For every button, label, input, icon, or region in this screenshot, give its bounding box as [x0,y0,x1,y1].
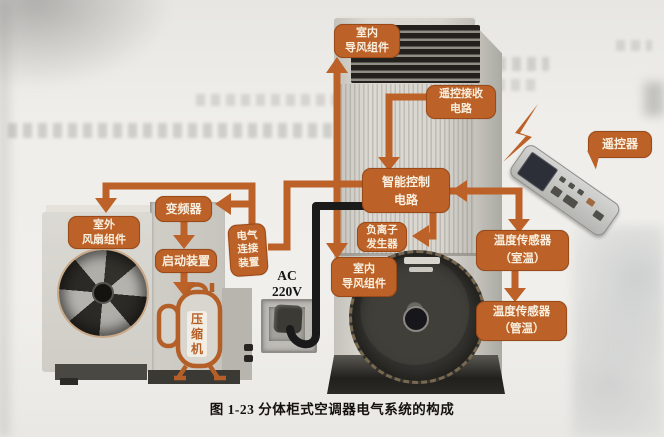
remote-button [550,185,563,198]
outdoor-fan-hub [92,282,114,304]
outdoor-unit-side-panel [222,288,252,380]
remote-button [567,182,576,190]
label-smart-control-circuit: 智能控制 电路 [362,168,450,213]
label-compressor: 压 缩 机 [187,311,207,357]
label-indoor-air-guide-top: 室内 导风组件 [334,24,400,58]
remote-button [576,188,585,196]
label-remote-controller: 遥控器 [588,131,652,158]
page-bleed-text-row1 [8,123,333,138]
fan-drum-hub [403,306,429,332]
outdoor-unit-base [55,364,147,380]
label-starter-device: 启动装置 [155,249,217,273]
remote-button [562,194,579,209]
label-outdoor-fan-assembly: 室外 风扇组件 [68,216,140,249]
remote-label-callout-tail [583,150,600,170]
power-plug [273,304,303,334]
label-indoor-air-guide-bottom: 室内 导风组件 [331,257,397,297]
label-temperature-sensor-pipe: 温度传感器 （管温） [476,301,567,341]
outdoor-unit-foot [60,378,78,385]
label-inverter: 变频器 [155,196,212,222]
scan-shadow-left-edge [0,0,12,437]
fan-drum-highlight-small [409,267,433,272]
figure-caption: 图 1-23 分体柜式空调器电气系统的构成 [209,402,455,417]
remote-display [516,151,559,192]
page-bleed-text-row2 [196,94,336,106]
outdoor-unit-terminal [244,344,253,351]
remote-button [558,175,567,184]
scan-mark-right [644,82,664,116]
label-remote-receiver-circuit: 遥控接收 电路 [426,85,496,119]
remote-button [585,197,596,207]
fan-drum-highlight [404,257,440,264]
scan-shadow-top-left [0,0,190,100]
label-anion-generator: 负离子 发生器 [357,222,407,252]
outdoor-unit-base-right [148,370,240,384]
outdoor-unit-terminal [244,355,253,362]
scan-marbling-bottom-right [572,225,664,437]
label-ac-power: AC 220V [272,268,302,299]
label-temperature-sensor-room: 温度传感器 （室温） [476,230,569,271]
page-bleed-text-row5 [616,40,652,51]
remote-button [592,209,605,222]
